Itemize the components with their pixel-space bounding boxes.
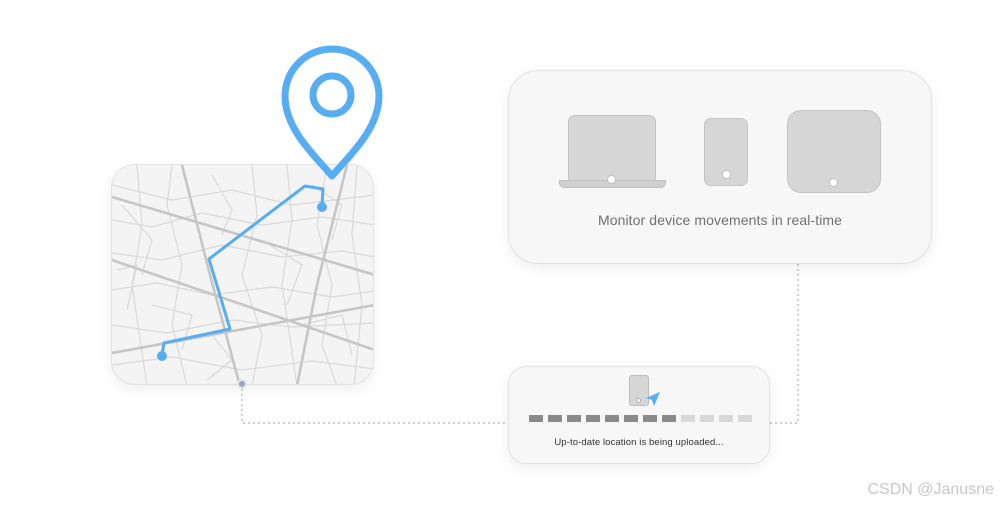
street-map [112, 165, 373, 384]
progress-segment [624, 415, 638, 422]
phone-icon [629, 375, 649, 406]
connector-upload-to-devices [770, 264, 799, 424]
upload-card: Up-to-date location is being uploaded... [508, 366, 770, 464]
progress-segment [529, 415, 543, 422]
progress-segment [643, 415, 657, 422]
progress-segment [548, 415, 562, 422]
map-card [111, 164, 374, 385]
route-start-dot [157, 351, 167, 361]
route-end-dot [317, 202, 327, 212]
connector-map-to-upload [241, 384, 508, 424]
progress-segment [738, 415, 752, 422]
navigation-arrow-icon [646, 392, 660, 406]
connector-node [237, 379, 247, 389]
phone-icon [704, 118, 748, 186]
route-line [160, 184, 325, 357]
devices-card: Monitor device movements in real-time [508, 70, 932, 264]
upload-progress-bar [529, 415, 752, 422]
progress-segment [719, 415, 733, 422]
progress-segment [681, 415, 695, 422]
progress-segment [605, 415, 619, 422]
laptop-base [559, 175, 666, 188]
devices-caption: Monitor device movements in real-time [597, 212, 843, 228]
progress-segment [567, 415, 581, 422]
location-pin-icon [281, 45, 383, 180]
laptop-icon [568, 115, 656, 186]
progress-segment [586, 415, 600, 422]
tablet-icon [787, 110, 881, 193]
progress-segment [700, 415, 714, 422]
watermark: CSDN @Janusne [867, 481, 994, 498]
upload-caption: Up-to-date location is being uploaded... [554, 437, 724, 448]
progress-segment [662, 415, 676, 422]
